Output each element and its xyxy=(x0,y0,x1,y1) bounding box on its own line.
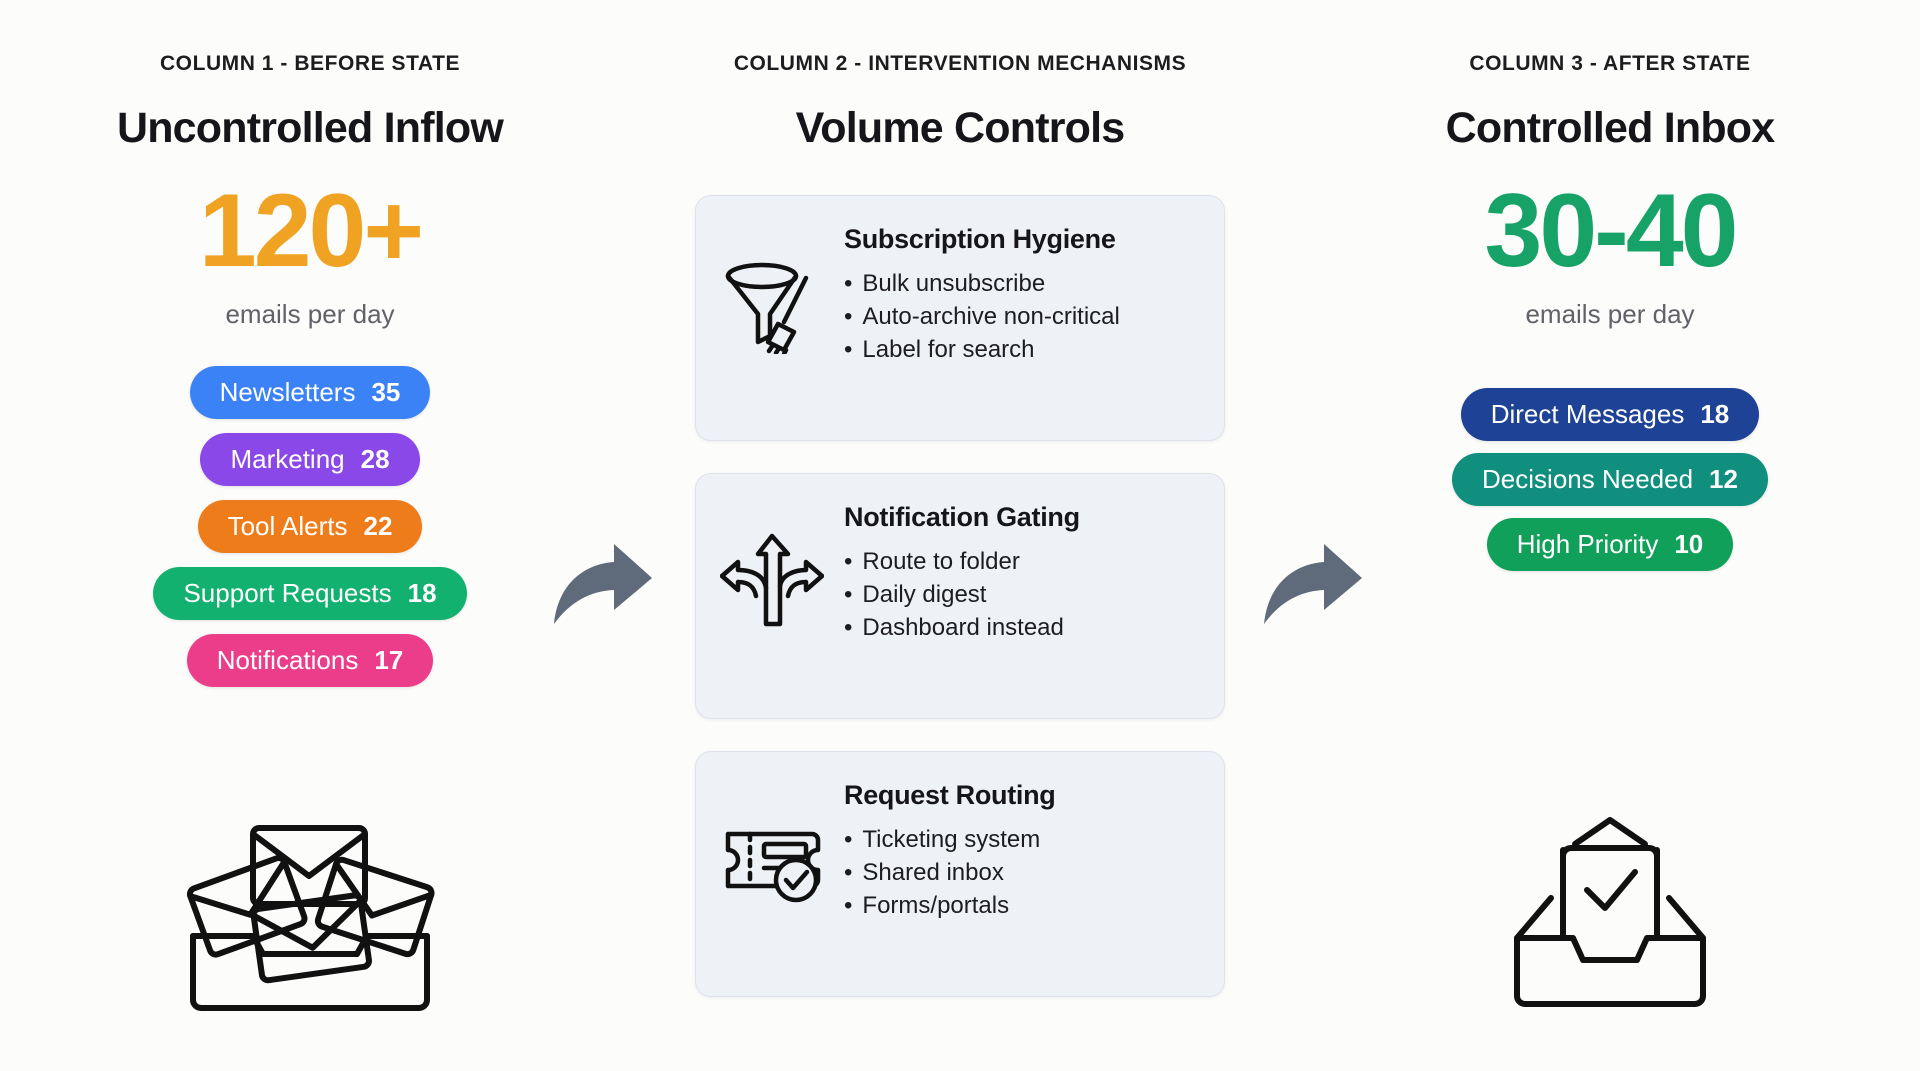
flow-arrow-1 xyxy=(548,540,658,630)
column-3-title: Controlled Inbox xyxy=(1445,104,1776,152)
list-item[interactable]: Decisions Needed 12 xyxy=(1452,453,1768,506)
card-body: Subscription Hygiene • Bulk unsubscribe •… xyxy=(844,218,1198,366)
column-3-metric-caption: emails per day xyxy=(1525,299,1695,329)
card-bullet-list: • Bulk unsubscribe • Auto-archive non-crit… xyxy=(844,267,1198,366)
flow-arrow-2 xyxy=(1258,540,1368,630)
bullet-glyph: • xyxy=(844,303,853,331)
list-item-label: Shared inbox xyxy=(862,859,1004,887)
column-1-eyebrow: COLUMN 1 - BEFORE STATE xyxy=(159,52,461,75)
mechanism-card-notification-gating[interactable]: Notification Gating • Route to folder • Da… xyxy=(695,473,1225,719)
list-item-label: Forms/portals xyxy=(862,892,1010,920)
card-title: Subscription Hygiene xyxy=(844,224,1116,254)
bullet-glyph: • xyxy=(844,336,853,364)
list-item: • Ticketing system xyxy=(844,823,1198,856)
list-item-label: Route to folder xyxy=(862,548,1020,575)
list-item-label: Auto-archive non-critical xyxy=(862,303,1120,331)
list-item: • Shared inbox xyxy=(844,856,1198,889)
column-3-metric: 30-40 xyxy=(1484,173,1739,289)
list-item: • Route to folder xyxy=(844,545,1198,578)
bullet-glyph: • xyxy=(844,892,853,920)
pill-label: Tool Alerts xyxy=(227,511,348,541)
card-title: Request Routing xyxy=(844,780,1056,810)
list-item: • Dashboard instead xyxy=(844,611,1198,644)
list-item[interactable]: Direct Messages 18 xyxy=(1460,388,1760,441)
pill-value: 12 xyxy=(1709,464,1738,494)
column-1-metric: 120+ xyxy=(198,173,424,289)
pill-value: 28 xyxy=(360,444,390,474)
list-item: • Auto-archive non-critical xyxy=(844,300,1198,333)
card-body: Request Routing • Ticketing system • Share… xyxy=(844,774,1198,922)
column-2-eyebrow: COLUMN 2 - INTERVENTION MECHANISMS xyxy=(733,52,1187,75)
list-item: • Bulk unsubscribe xyxy=(844,267,1198,300)
list-item: • Forms/portals xyxy=(844,889,1198,922)
pill-value: 22 xyxy=(363,511,393,541)
card-body: Notification Gating • Route to folder • Da… xyxy=(844,496,1198,644)
list-item-label: Bulk unsubscribe xyxy=(862,270,1046,297)
bullet-glyph: • xyxy=(844,270,853,297)
overflowing-mail-tray-icon xyxy=(175,814,445,1019)
pill-value: 17 xyxy=(374,645,404,675)
column-intervention-mechanisms: COLUMN 2 - INTERVENTION MECHANISMS Volum… xyxy=(640,0,1280,1071)
pill-value: 10 xyxy=(1674,529,1704,559)
funnel-broom-icon xyxy=(718,248,826,356)
pill-label: Notifications xyxy=(216,645,359,675)
column-1-metric-caption: emails per day xyxy=(225,299,395,329)
mechanism-card-subscription-hygiene[interactable]: Subscription Hygiene • Bulk unsubscribe •… xyxy=(695,195,1225,441)
bullet-glyph: • xyxy=(844,826,853,853)
pill-label: Support Requests xyxy=(183,578,392,608)
organized-inbox-check-icon xyxy=(1495,814,1725,1019)
list-item-label: Ticketing system xyxy=(862,826,1041,853)
before-state-pill-list: Newsletters 35 Marketing 28 Tool Alerts … xyxy=(60,366,560,687)
list-item[interactable]: Tool Alerts 22 xyxy=(197,500,423,553)
mechanism-card-list: Subscription Hygiene • Bulk unsubscribe •… xyxy=(695,195,1225,997)
pill-label: High Priority xyxy=(1516,529,1659,559)
column-2-title: Volume Controls xyxy=(795,104,1126,152)
mechanism-card-request-routing[interactable]: Request Routing • Ticketing system • Share… xyxy=(695,751,1225,997)
bullet-glyph: • xyxy=(844,581,853,609)
list-item[interactable]: Marketing 28 xyxy=(200,433,420,486)
pill-label: Marketing xyxy=(230,444,345,474)
list-item[interactable]: Support Requests 18 xyxy=(153,567,467,620)
list-item[interactable]: Notifications 17 xyxy=(186,634,434,687)
column-3-eyebrow: COLUMN 3 - AFTER STATE xyxy=(1469,52,1751,75)
pill-label: Direct Messages xyxy=(1490,399,1685,429)
card-bullet-list: • Ticketing system • Shared inbox • Forms/p… xyxy=(844,823,1198,922)
after-state-pill-list: Direct Messages 18 Decisions Needed 12 H… xyxy=(1360,388,1860,571)
pill-label: Decisions Needed xyxy=(1482,464,1694,494)
column-1-title: Uncontrolled Inflow xyxy=(116,104,504,152)
list-item: • Daily digest xyxy=(844,578,1198,611)
list-item[interactable]: Newsletters 35 xyxy=(189,366,431,419)
list-item-label: Daily digest xyxy=(862,581,987,609)
list-item-label: Dashboard instead xyxy=(862,614,1064,642)
pill-label: Newsletters xyxy=(219,377,356,407)
column-after-state: COLUMN 3 - AFTER STATE Controlled Inbox … xyxy=(1360,0,1860,1071)
bullet-glyph: • xyxy=(844,548,853,575)
ticket-check-icon xyxy=(718,804,826,912)
column-before-state: COLUMN 1 - BEFORE STATE Uncontrolled Inf… xyxy=(60,0,560,1071)
pill-value: 18 xyxy=(407,578,437,608)
three-way-arrow-icon xyxy=(718,526,826,634)
pill-value: 35 xyxy=(371,377,401,407)
bullet-glyph: • xyxy=(844,859,853,887)
list-item[interactable]: High Priority 10 xyxy=(1486,518,1734,571)
bullet-glyph: • xyxy=(844,614,853,642)
pill-value: 18 xyxy=(1700,399,1730,429)
list-item-label: Label for search xyxy=(862,336,1035,364)
list-item: • Label for search xyxy=(844,333,1198,366)
card-bullet-list: • Route to folder • Daily digest • Dashboar… xyxy=(844,545,1198,644)
card-title: Notification Gating xyxy=(844,502,1080,532)
